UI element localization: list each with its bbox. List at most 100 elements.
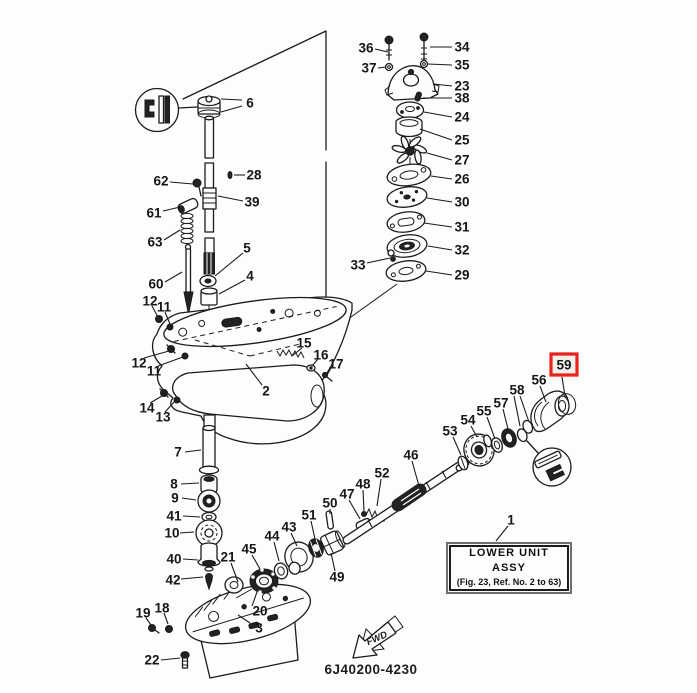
gasket-26 xyxy=(386,162,432,189)
leader-line-58 xyxy=(514,396,520,426)
leader-line-6 xyxy=(221,106,242,112)
callout-21: 21 xyxy=(220,550,236,565)
callout-27: 27 xyxy=(454,153,469,168)
assy-box-line2: ASSY xyxy=(492,562,526,575)
leader-line-48 xyxy=(363,490,364,511)
callout-54: 54 xyxy=(460,413,476,428)
leader-line-18 xyxy=(164,613,168,624)
callout-50: 50 xyxy=(322,496,337,511)
callout-12: 12 xyxy=(131,356,146,371)
leader-line-25 xyxy=(420,129,452,140)
impeller-27 xyxy=(391,135,427,165)
callout-30: 30 xyxy=(454,195,469,210)
callout-43: 43 xyxy=(281,520,297,535)
callout-14: 14 xyxy=(139,401,155,416)
ball-48 xyxy=(362,512,367,517)
highlighted-callout-box-59[interactable] xyxy=(551,354,577,375)
callout-11: 11 xyxy=(147,364,162,379)
callout-40: 40 xyxy=(166,552,181,567)
leader-line-52 xyxy=(377,479,381,506)
leader-line-55 xyxy=(487,417,495,439)
leader-line-33 xyxy=(367,258,390,263)
leader-line-49 xyxy=(331,553,335,571)
callout-38: 38 xyxy=(454,91,470,106)
callout-32: 32 xyxy=(454,243,469,258)
leader-line-58 xyxy=(520,396,529,422)
pin-33 xyxy=(391,257,396,262)
callout-17: 17 xyxy=(328,357,343,372)
leader-line-41 xyxy=(183,516,200,517)
callout-4: 4 xyxy=(246,269,254,284)
magnifier-inset-top-left xyxy=(136,89,198,132)
leader-line-54 xyxy=(471,426,477,437)
leader-line-11 xyxy=(165,312,170,324)
leader-line-59 xyxy=(562,377,565,396)
callout-24: 24 xyxy=(454,110,470,125)
callout-20: 20 xyxy=(252,604,267,619)
pin-50 xyxy=(326,511,334,530)
prop-shaft-46 xyxy=(347,463,466,540)
callout-23: 23 xyxy=(454,79,470,94)
callout-42: 42 xyxy=(165,573,180,588)
leader-line-21 xyxy=(231,563,238,582)
leader-line-62 xyxy=(170,182,193,184)
callout-13: 13 xyxy=(155,410,171,425)
leader-line-17 xyxy=(327,368,331,375)
magnifier-inset-bottom-right xyxy=(527,441,571,486)
callout-52: 52 xyxy=(374,466,389,481)
leader-line-20 xyxy=(252,592,257,606)
callout-12: 12 xyxy=(142,294,157,309)
callout-8: 8 xyxy=(170,477,178,492)
callout-48: 48 xyxy=(355,477,371,492)
leader-line-43 xyxy=(291,533,297,546)
leader-line-19 xyxy=(146,618,151,625)
leader-line-51 xyxy=(311,521,315,539)
callout-10: 10 xyxy=(164,526,179,541)
gasket-31 xyxy=(386,209,426,234)
callout-18: 18 xyxy=(154,601,170,616)
callout-59-highlighted[interactable]: 59 xyxy=(556,358,571,373)
leader-line-10 xyxy=(180,532,194,533)
callout-41: 41 xyxy=(166,509,182,524)
lower-cap-housing-art xyxy=(149,571,317,678)
callout-45: 45 xyxy=(241,542,257,557)
callout-36: 36 xyxy=(358,41,374,56)
leader-line-40 xyxy=(183,559,198,560)
callout-58: 58 xyxy=(509,383,525,398)
leader-line-6 xyxy=(221,99,242,100)
torpedo-bullet xyxy=(173,365,325,421)
leader-line-3 xyxy=(238,615,250,623)
leader-line-39 xyxy=(218,196,243,201)
callout-34: 34 xyxy=(454,40,470,55)
leader-line-63 xyxy=(164,230,180,240)
figure-part-code: 6J40200-4230 xyxy=(324,662,418,677)
top-cap-plate xyxy=(161,288,349,355)
callout-16: 16 xyxy=(313,348,329,363)
dowel-pin-28 xyxy=(228,172,232,179)
leader-line-22 xyxy=(161,658,180,660)
leader-line-35 xyxy=(428,64,452,65)
gasket-29 xyxy=(385,258,427,283)
splined-ring-51 xyxy=(306,537,326,560)
callout-57: 57 xyxy=(493,396,508,411)
leader-line-61 xyxy=(163,207,180,211)
callout-15: 15 xyxy=(296,336,312,351)
callout-25: 25 xyxy=(454,133,470,148)
callout-9: 9 xyxy=(171,491,179,506)
callout-35: 35 xyxy=(454,58,470,73)
leader-line-24 xyxy=(424,112,452,117)
leader-line-9 xyxy=(182,498,196,500)
leader-line-30 xyxy=(427,198,452,202)
lower-driveshaft-column-art xyxy=(196,426,222,590)
leader-line-47 xyxy=(349,500,360,519)
spring-63 xyxy=(181,213,193,243)
callout-56: 56 xyxy=(531,373,547,388)
bearing-cup-43 xyxy=(281,538,318,576)
leader-line-15 xyxy=(292,348,302,356)
leader-line-12 xyxy=(152,306,158,317)
bearing-57 xyxy=(499,427,519,450)
callout-26: 26 xyxy=(454,172,470,187)
leader-line-60 xyxy=(165,272,182,282)
assy-box-line1: LOWER UNIT xyxy=(469,547,549,560)
